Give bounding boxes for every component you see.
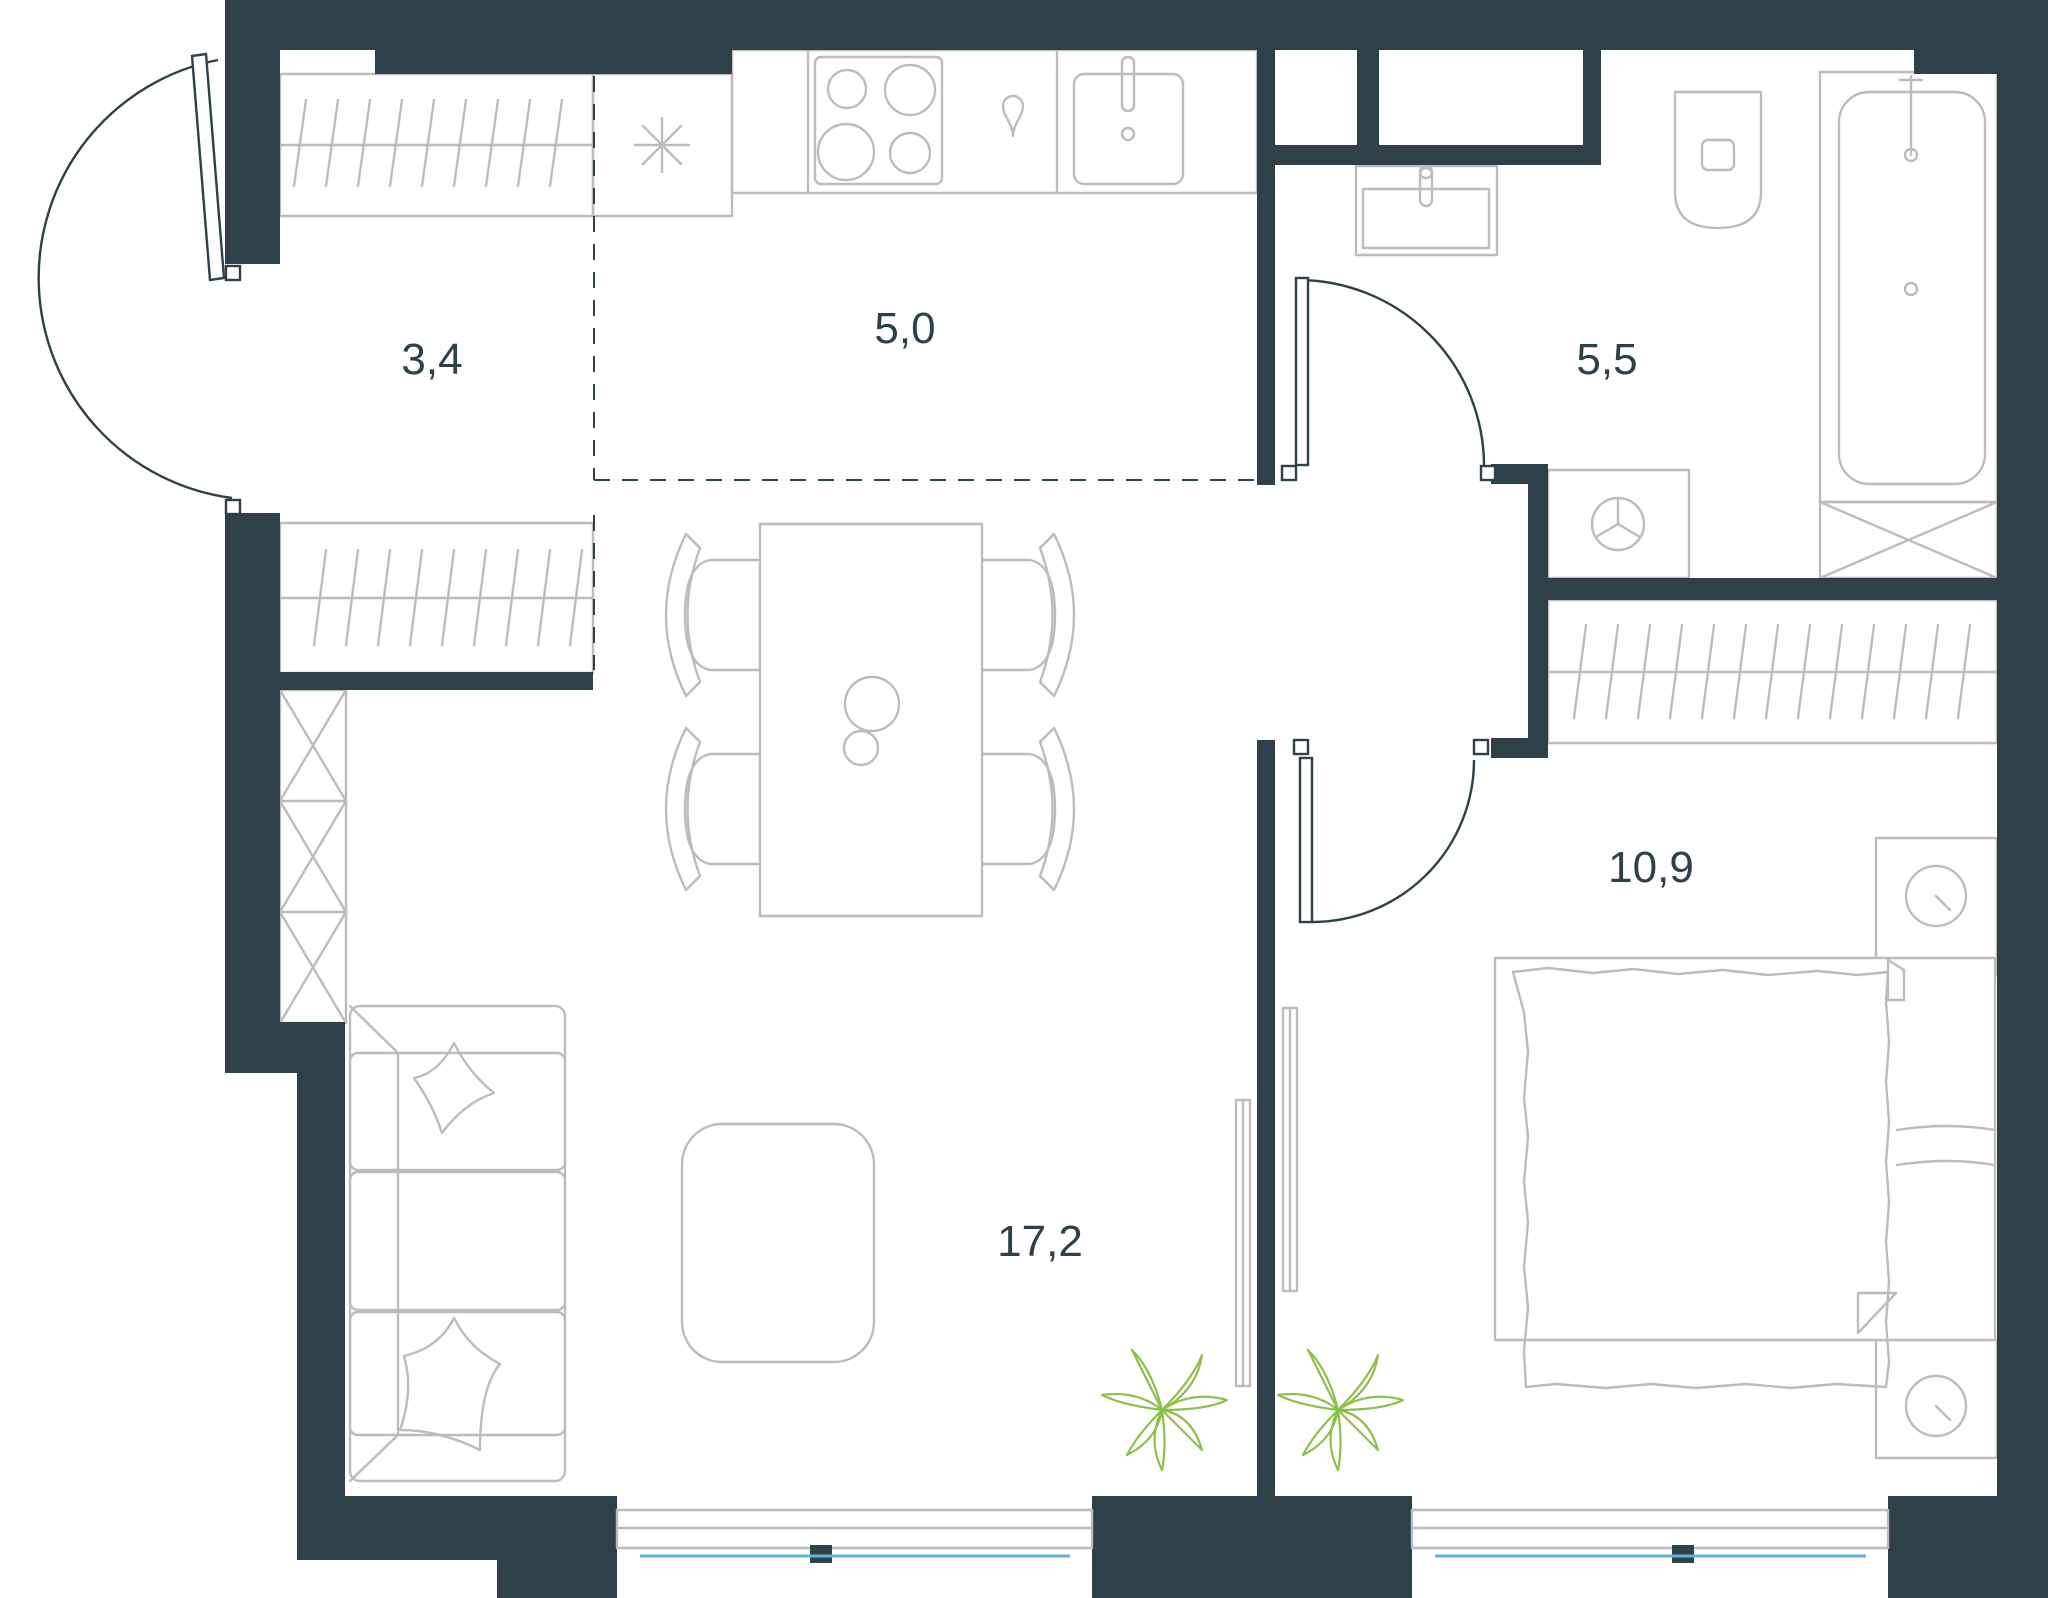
hanger-line: [548, 98, 564, 188]
wardrobe-bedroom: [1546, 598, 1999, 745]
hanger-line: [1732, 623, 1748, 720]
chair: [664, 726, 762, 892]
walls: [225, 0, 2048, 1598]
faucet-icon: [1001, 94, 1025, 138]
chair: [978, 726, 1076, 892]
kitchen-sink: [1072, 55, 1185, 186]
hanger-line: [292, 98, 308, 188]
hanger-line: [472, 548, 488, 647]
hanger-line: [1828, 623, 1844, 720]
entrance-door[interactable]: [37, 52, 242, 516]
hanger-line: [568, 548, 584, 647]
sofa: [348, 1004, 567, 1483]
hanger-line: [1604, 623, 1620, 720]
kitchen-counter: [730, 48, 1259, 195]
hanger-line: [536, 548, 552, 647]
hanger-line: [356, 98, 372, 188]
hanger-line: [484, 98, 500, 188]
hanger-line: [324, 98, 340, 188]
hanger-line: [312, 548, 328, 647]
bed: [1493, 836, 1999, 1460]
hanger-line: [1700, 623, 1716, 720]
bedroom-door[interactable]: [1292, 738, 1490, 924]
bathroom-sink: [1354, 164, 1499, 257]
cushion: [398, 1316, 502, 1452]
hanger-line: [1764, 623, 1780, 720]
hanger-line: [1572, 623, 1588, 720]
hanger-line: [440, 548, 456, 647]
plant-icon: [1276, 1348, 1405, 1472]
living-panel: [1234, 1098, 1252, 1388]
room-labels: 3,4 5,0 5,5 10,9 17,2: [401, 304, 1693, 1266]
hanger-line: [344, 548, 360, 647]
hanger-line: [1924, 623, 1940, 720]
area-label-bedroom: 10,9: [1608, 843, 1694, 892]
hanger-line: [1860, 623, 1876, 720]
shower-tray: [1818, 500, 1999, 580]
bathroom-door[interactable]: [1280, 276, 1497, 482]
stove: [813, 55, 944, 186]
furniture: [278, 48, 1999, 1483]
area-label-kitchen: 5,0: [874, 304, 935, 353]
shelf-storage: [278, 688, 348, 1025]
window: [615, 1508, 1094, 1563]
chair: [664, 532, 762, 698]
washing-machine: [1546, 468, 1691, 580]
bathtub: [1818, 70, 1999, 504]
wardrobe-hall-bottom: [278, 521, 595, 675]
hanger-line: [1636, 623, 1652, 720]
bedroom-panel: [1281, 1006, 1299, 1293]
hanger-line: [1668, 623, 1684, 720]
toilet: [1673, 90, 1763, 230]
area-label-hall: 3,4: [401, 335, 462, 384]
hanger-line: [1956, 623, 1972, 720]
plant-icon: [1100, 1348, 1229, 1472]
hanger-line: [516, 98, 532, 188]
wardrobe-hall-top: [278, 72, 595, 218]
dining-table: [664, 522, 1076, 918]
hanger-line: [1892, 623, 1908, 720]
coffee-table: [680, 1122, 876, 1364]
hanger-line: [408, 548, 424, 647]
hanger-line: [388, 98, 404, 188]
hanger-line: [452, 98, 468, 188]
window: [1410, 1508, 1890, 1563]
hanger-line: [1796, 623, 1812, 720]
hanger-line: [420, 98, 436, 188]
cushion: [412, 1041, 496, 1135]
area-label-living: 17,2: [997, 1217, 1083, 1266]
area-label-bathroom: 5,5: [1576, 335, 1637, 384]
hanger-line: [376, 548, 392, 647]
fridge: [591, 72, 734, 218]
chair: [978, 532, 1076, 698]
zone-dividers: [593, 76, 1256, 670]
hanger-line: [504, 548, 520, 647]
